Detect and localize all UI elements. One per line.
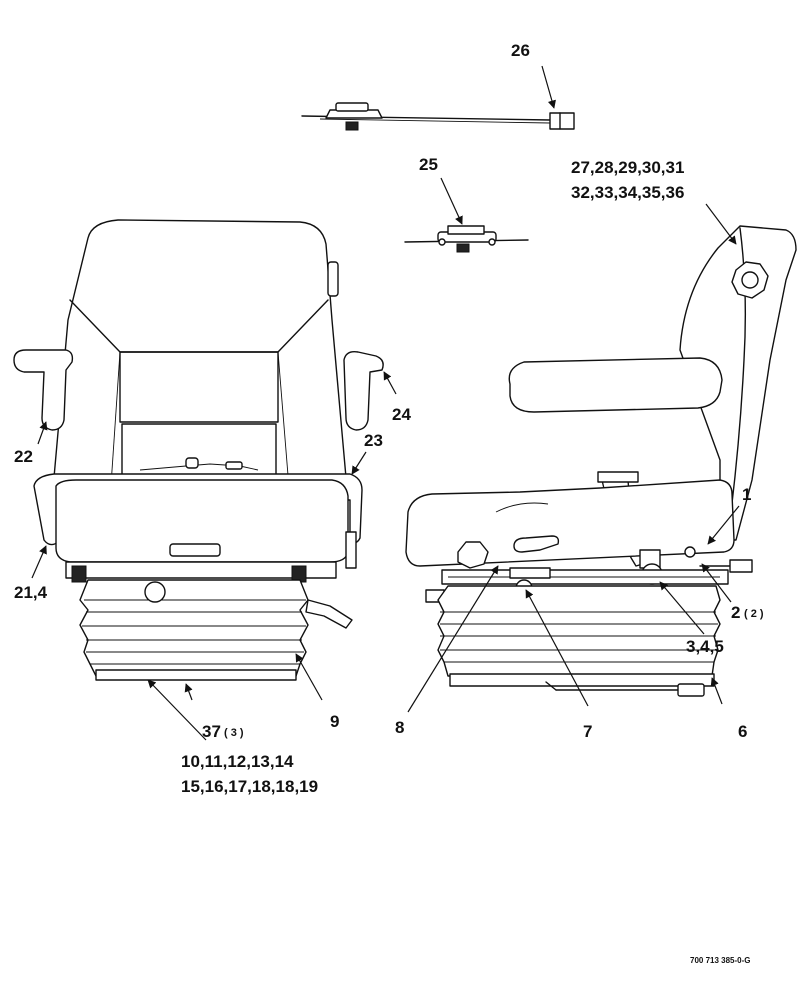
callout-1: 1 xyxy=(742,485,751,504)
callout-8: 8 xyxy=(395,718,404,737)
drawing-number: 700 713 385-0-G xyxy=(690,956,751,965)
callout-7: 7 xyxy=(583,722,592,741)
leader-lines xyxy=(31,65,740,741)
callout-21-4: 21,4 xyxy=(14,583,48,602)
callout-37-group: 37 ( 3 ) xyxy=(202,722,244,741)
callout-labels: 26 25 27,28,29,30,31 32,33,34,35,36 24 2… xyxy=(14,41,764,965)
seat-side-view xyxy=(405,225,797,697)
callout-27-31: 27,28,29,30,31 xyxy=(571,158,684,177)
seat-front-view xyxy=(13,219,384,681)
callout-15-19: 15,16,17,18,18,19 xyxy=(181,777,318,796)
callout-2: 2 xyxy=(731,603,740,622)
callout-6: 6 xyxy=(738,722,747,741)
callout-2-note: ( 2 ) xyxy=(744,608,764,620)
callout-9: 9 xyxy=(330,712,339,731)
part-25-switch xyxy=(404,225,529,253)
callout-37-note: ( 3 ) xyxy=(224,727,244,739)
callout-26: 26 xyxy=(511,41,530,60)
part-26-switch-harness xyxy=(301,102,575,131)
callout-37: 37 xyxy=(202,722,221,741)
callout-2-group: 2 ( 2 ) xyxy=(731,603,764,622)
callout-32-36: 32,33,34,35,36 xyxy=(571,183,684,202)
callout-23: 23 xyxy=(364,431,383,450)
callout-10-14: 10,11,12,13,14 xyxy=(181,752,294,771)
callout-24: 24 xyxy=(392,405,411,424)
callout-22: 22 xyxy=(14,447,33,466)
callout-25: 25 xyxy=(419,155,438,174)
callout-3-4-5: 3,4,5 xyxy=(686,637,724,656)
